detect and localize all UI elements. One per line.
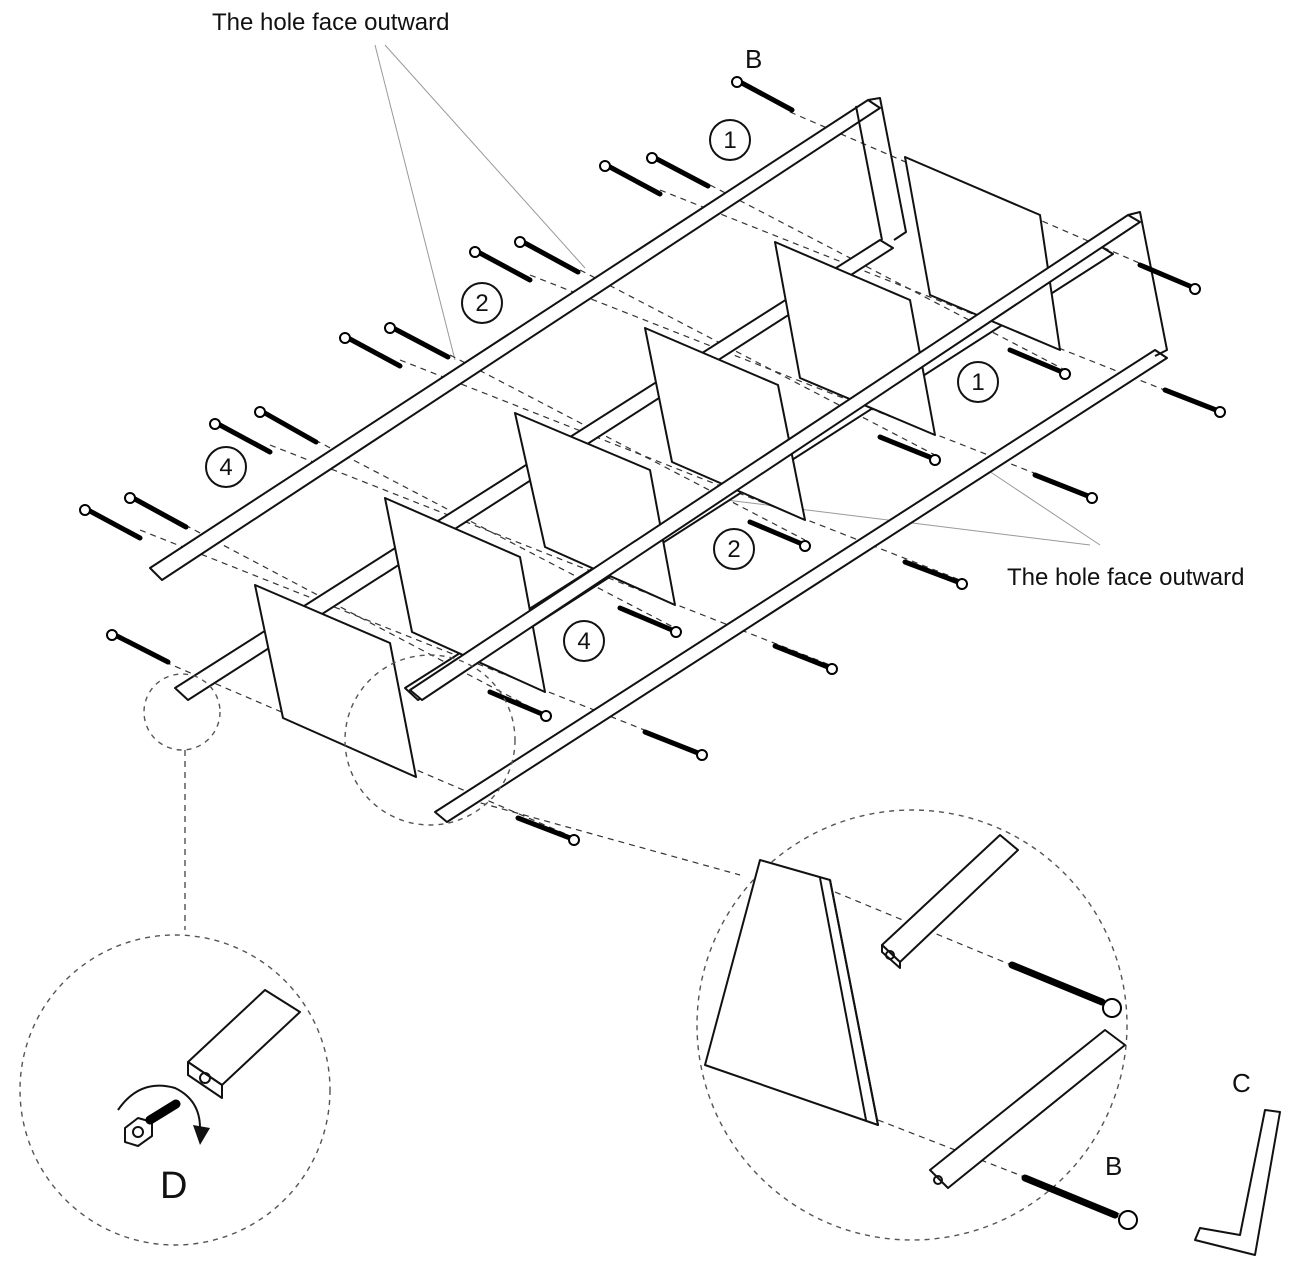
screw-b-2 — [646, 152, 711, 189]
screw-b-17 — [1032, 472, 1098, 504]
label-screw-b-detail: B — [1105, 1151, 1122, 1181]
screw-b-19 — [902, 559, 968, 590]
screw-b-16 — [877, 434, 941, 466]
callout-rail-2-left-text: 2 — [475, 290, 488, 317]
callout-rail-1-right: 1 — [957, 361, 999, 403]
screw-b-24 — [515, 815, 580, 846]
label-screw-b-top: B — [745, 44, 762, 74]
detail-foot-cap: D — [19, 934, 331, 1246]
right-frame — [409, 211, 1168, 823]
detail-panel-joint: B — [696, 809, 1138, 1241]
screw-b-14 — [1007, 347, 1071, 380]
screw-b-11 — [79, 504, 143, 541]
part-callouts: 1 2 4 1 2 4 — [205, 119, 999, 662]
screw-b-6 — [384, 322, 451, 360]
note-hole-face-right: The hole face outward — [1007, 564, 1244, 591]
cap-d-part — [124, 1099, 181, 1147]
callout-rail-2-right-text: 2 — [727, 536, 740, 563]
callout-rail-2-right: 2 — [713, 528, 755, 570]
callout-rail-4-left-text: 4 — [219, 454, 232, 481]
rotate-arrow-icon — [117, 1084, 201, 1129]
callout-rail-4-right: 4 — [563, 620, 605, 662]
label-allen-key-c: C — [1232, 1068, 1251, 1098]
screw-b-20 — [617, 605, 682, 638]
screw-b-5 — [469, 246, 533, 283]
panel-6 — [254, 584, 417, 778]
screw-b-18 — [747, 519, 811, 552]
panel-2 — [774, 241, 936, 436]
callout-rail-1-right-text: 1 — [971, 369, 984, 396]
screw-b-9 — [209, 418, 273, 455]
callout-rail-4-left: 4 — [205, 446, 247, 488]
screw-b-15 — [1162, 387, 1226, 418]
screw-b-3 — [599, 160, 663, 197]
callout-rail-1-top: 1 — [709, 119, 751, 161]
screw-b-10 — [124, 492, 189, 530]
detail-markers — [143, 654, 516, 826]
callout-rail-1-top-text: 1 — [723, 127, 736, 154]
screw-b-23 — [642, 729, 708, 761]
screw-b-1 — [731, 76, 795, 113]
screw-b-4 — [514, 236, 581, 275]
screw-b-22 — [487, 689, 552, 722]
screw-b-13 — [1137, 262, 1201, 295]
screws — [79, 76, 1226, 846]
callout-rail-2-left: 2 — [461, 282, 503, 324]
allen-key-c: C — [1194, 1068, 1281, 1256]
screw-b-12 — [106, 629, 171, 665]
note-hole-face-top: The hole face outward — [212, 9, 449, 36]
callout-rail-4-right-text: 4 — [577, 628, 590, 655]
screw-b-21 — [772, 643, 838, 675]
label-cap-d: D — [160, 1165, 187, 1207]
screw-b-8 — [254, 406, 319, 445]
arrow-head-icon — [193, 1125, 210, 1145]
left-frame — [149, 97, 907, 581]
screw-b-7 — [339, 332, 403, 369]
